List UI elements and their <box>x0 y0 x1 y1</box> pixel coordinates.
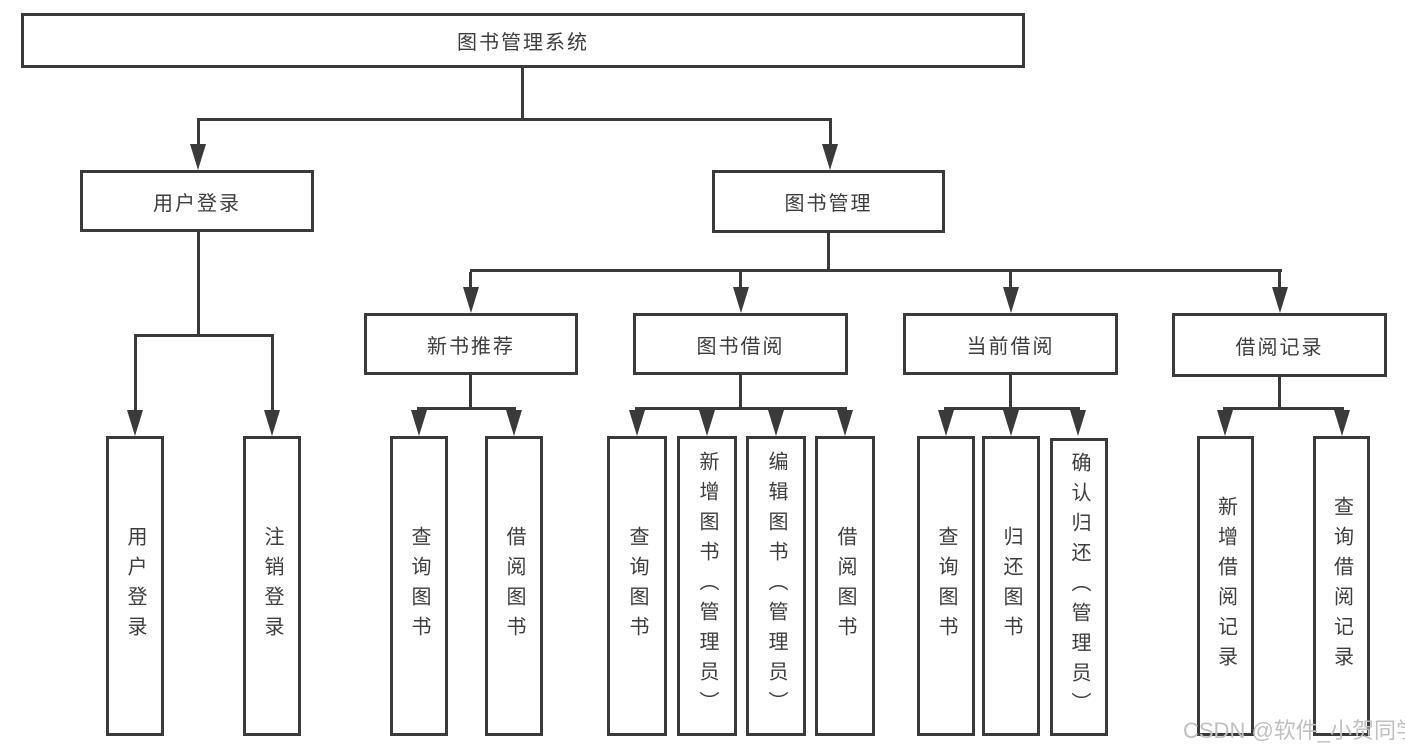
arrow-down-icon <box>733 287 749 313</box>
node-label: 归还图书 <box>1000 526 1022 646</box>
connector-line <box>197 120 200 146</box>
leaf-add-books-admin: 新增图书（管理员） <box>677 436 737 736</box>
node-label: 用户登录 <box>124 526 146 646</box>
node-label: 新增借阅记录 <box>1214 496 1237 676</box>
node-label: 查询借阅记录 <box>1330 496 1353 676</box>
arrow-down-icon <box>463 287 479 313</box>
node-label: 借阅图书 <box>834 526 856 646</box>
arrow-down-icon <box>699 410 715 436</box>
arrow-down-icon <box>822 144 838 170</box>
node-label: 编辑图书（管理员） <box>765 451 787 721</box>
leaf-query-borrow-record: 查询借阅记录 <box>1313 436 1370 736</box>
connector-line <box>417 407 516 410</box>
connector-line <box>829 120 832 146</box>
node-book-management: 图书管理 <box>712 170 945 233</box>
arrow-down-icon <box>1334 410 1350 436</box>
leaf-query-books: 查询图书 <box>917 436 975 736</box>
arrow-down-icon <box>1217 410 1233 436</box>
connector-line <box>739 272 742 287</box>
leaf-edit-books-admin: 编辑图书（管理员） <box>746 436 806 736</box>
connector-line <box>197 118 832 121</box>
connector-line <box>827 233 830 271</box>
node-book-borrowing: 图书借阅 <box>633 313 848 375</box>
connector-line <box>1223 407 1344 410</box>
arrow-down-icon <box>629 410 645 436</box>
connector-line <box>944 407 1080 410</box>
leaf-borrow-books: 借阅图书 <box>485 436 543 736</box>
connector-line <box>134 334 274 337</box>
node-label: 借阅图书 <box>503 526 525 646</box>
connector-line <box>1278 377 1281 409</box>
connector-line <box>521 68 524 120</box>
arrow-down-icon <box>264 410 280 436</box>
leaf-user-login: 用户登录 <box>106 436 164 736</box>
arrow-down-icon <box>1070 410 1086 436</box>
connector-line <box>1009 375 1012 409</box>
connector-line <box>469 272 472 287</box>
node-label: 图书管理 <box>784 193 873 215</box>
arrow-down-icon <box>411 410 427 436</box>
node-label: 图书管理系统 <box>457 32 589 54</box>
connector-line <box>1009 272 1012 287</box>
leaf-borrow-books: 借阅图书 <box>815 436 875 736</box>
node-label: 图书借阅 <box>696 335 785 358</box>
arrow-down-icon <box>768 410 784 436</box>
arrow-down-icon <box>938 410 954 436</box>
node-label: 查询图书 <box>626 526 648 646</box>
node-label: 查询图书 <box>408 526 430 646</box>
node-label: 查询图书 <box>935 526 957 646</box>
node-label: 确认归还（管理员） <box>1068 452 1090 722</box>
arrow-down-icon <box>1272 287 1288 313</box>
leaf-add-borrow-record: 新增借阅记录 <box>1197 436 1254 736</box>
arrow-down-icon <box>127 410 143 436</box>
csdn-watermark: CSDN @软件_小贺同学 <box>1183 718 1405 743</box>
connector-line <box>739 375 742 409</box>
node-label: 注销登录 <box>261 526 283 646</box>
arrow-down-icon <box>190 144 206 170</box>
node-current-borrowing: 当前借阅 <box>903 313 1118 375</box>
node-label: 借阅记录 <box>1235 336 1324 359</box>
connector-line <box>635 407 847 410</box>
connector-line <box>197 232 200 336</box>
node-label: 新书推荐 <box>427 335 515 358</box>
node-label: 新增图书（管理员） <box>696 451 718 721</box>
arrow-down-icon <box>506 410 522 436</box>
connector-line <box>469 375 472 409</box>
connector-line <box>1278 272 1281 287</box>
arrow-down-icon <box>837 410 853 436</box>
node-label: 当前借阅 <box>966 335 1055 358</box>
connector-line <box>470 269 1282 272</box>
leaf-confirm-return-admin: 确认归还（管理员） <box>1050 438 1108 736</box>
connector-line <box>134 336 137 410</box>
leaf-query-books: 查询图书 <box>390 436 448 736</box>
arrow-down-icon <box>1003 287 1019 313</box>
connector-line <box>271 336 274 410</box>
node-book-management-system: 图书管理系统 <box>21 13 1025 68</box>
node-new-book-recommendation: 新书推荐 <box>364 313 578 375</box>
arrow-down-icon <box>1003 410 1019 436</box>
leaf-query-books: 查询图书 <box>607 436 667 736</box>
leaf-return-books: 归还图书 <box>982 436 1040 736</box>
node-label: 用户登录 <box>153 192 241 215</box>
node-user-login: 用户登录 <box>80 170 314 232</box>
leaf-logout: 注销登录 <box>243 436 301 736</box>
node-borrowing-records: 借阅记录 <box>1172 313 1387 377</box>
